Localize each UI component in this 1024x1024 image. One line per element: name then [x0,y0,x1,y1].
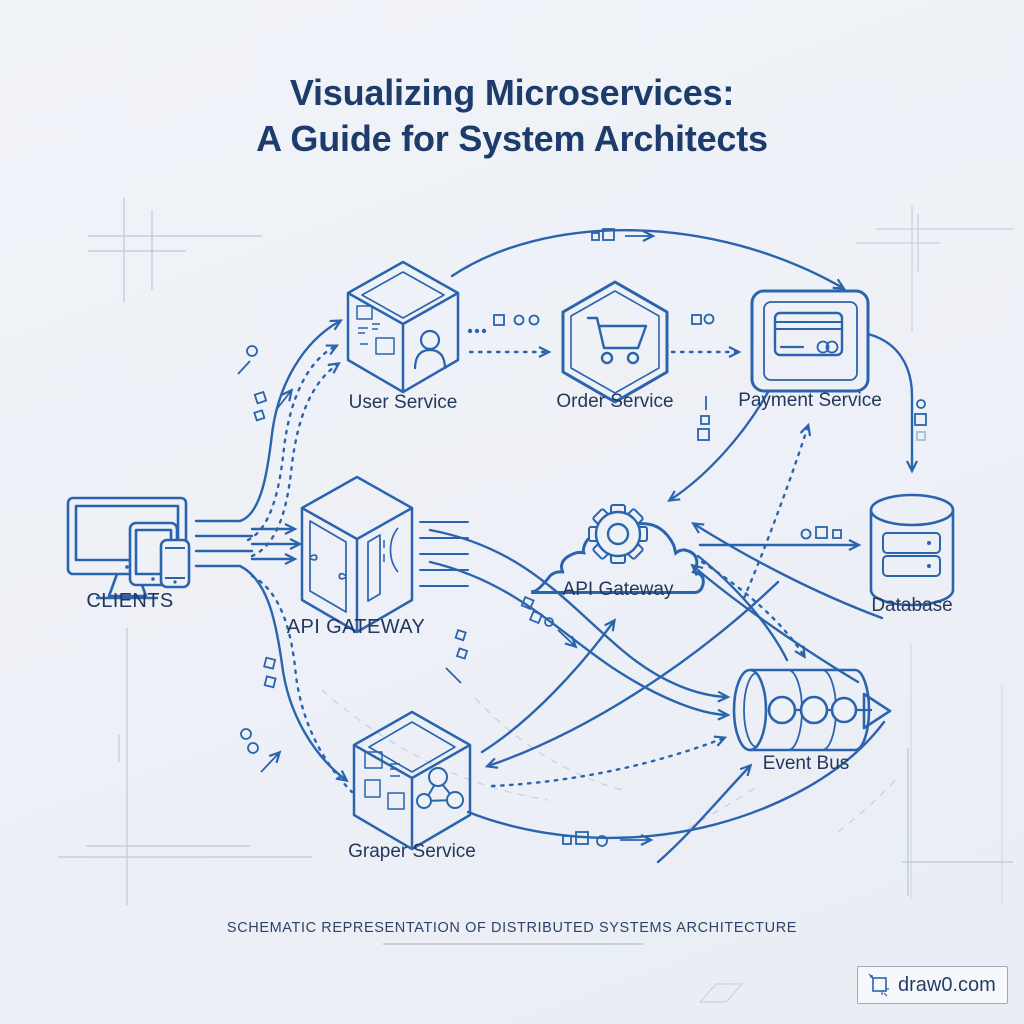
edge-user-to-payment-arc [450,228,847,290]
gateway-output-lines [419,521,469,587]
edge-bottom-swoop [466,720,886,840]
gear-icon [588,504,648,564]
deco-clients-up [237,345,294,422]
label-graph-service: Graper Service [348,841,476,862]
deco-order-payment [691,313,715,325]
edge-clients-to-user [238,319,344,523]
cloud-gear-icon: ☁ [522,415,715,639]
hexagon-cart-icon [561,280,669,404]
edge-gateway-to-eventbus-2 [428,560,731,721]
edge-down-into-eventbus-top [700,560,806,659]
path-decorations [237,228,927,847]
edge-right-to-graph [484,580,780,769]
edge-clients-to-user-dot-2 [250,362,341,558]
credit-card-icon [750,289,870,393]
deco-s-curve-upper [520,595,578,649]
clients-feeder-lines [194,519,254,568]
deco-payment-database [914,399,927,441]
label-payment-service: Payment Service [738,390,882,411]
cube-gateway-icon [300,475,414,634]
caption: SCHEMATIC REPRESENTATION OF DISTRIBUTED … [226,920,798,936]
watermark-link[interactable]: draw0.com [857,966,1008,1004]
edge-clients-to-user-dot-1 [246,344,340,542]
solid-connectors [194,228,918,864]
edge-clients-to-graph-dot [250,574,354,794]
label-database: Database [871,595,953,616]
pipeline-cylinder-icon [732,668,892,752]
dotted-connectors [246,344,812,794]
deco-payment-cloud [697,396,710,441]
watermark-text: draw0.com [898,973,996,996]
crop-tool-icon [868,973,889,997]
deco-user-dots [467,328,487,334]
edge-gateway-to-eventbus-1 [428,528,731,703]
title-line-1: Visualizing Microservices: [289,72,735,113]
label-user-service: User Service [348,392,458,413]
blueprint-marks [58,198,1013,1003]
edge-into-eventbus-label [656,763,753,864]
edge-up-to-cloud [480,618,617,754]
edge-right-into-cloud-1 [691,522,884,620]
edge-clients-to-graph [238,564,349,783]
edge-graph-to-eventbus [490,735,728,788]
cube-graph-icon [352,710,472,851]
deco-bottom [562,831,654,847]
devices-icon [66,496,191,600]
deco-clients-down [240,656,282,773]
database-cylinder-icon [869,493,955,607]
label-order-service: Order Service [556,391,674,412]
label-clients: CLIENTS [86,590,174,612]
deco-s-curve-lower [445,628,469,684]
label-event-bus: Event Bus [762,753,850,774]
edge-payment-to-database [866,332,918,474]
deco-user-order [493,314,540,326]
label-api-gateway-cloud: API Gateway [562,579,674,600]
deco-cloud-database [800,526,842,540]
edge-right-into-cloud-2 [690,563,860,684]
deco-top-arc [591,228,656,242]
label-api-gateway-cube: API GATEWAY [286,616,426,638]
title-line-2: A Guide for System Architects [256,118,768,160]
edge-payment-to-cloud [667,390,770,502]
faint-dashed-arcs [321,689,898,833]
cube-user-icon [346,260,460,394]
page-title: Visualizing Microservices: A Guide for S… [0,70,1024,162]
